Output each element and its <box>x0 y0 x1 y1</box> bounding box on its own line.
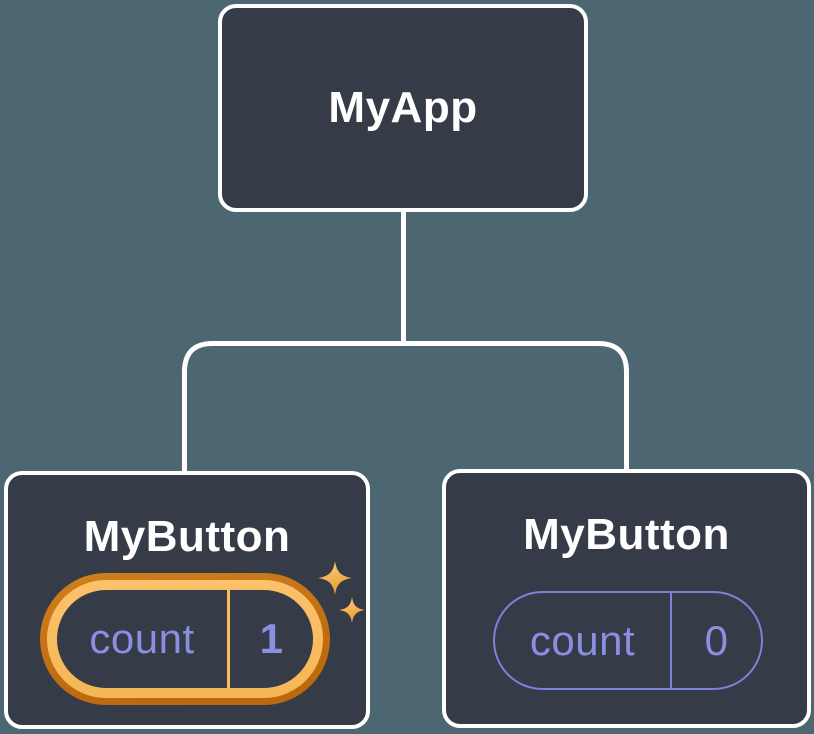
state-value: 0 <box>704 616 729 664</box>
node-label: MyApp <box>328 83 478 132</box>
node-mybutton-1: MyButton count 1 <box>4 471 370 729</box>
state-key: count <box>529 616 636 664</box>
state-pill-highlighted: count 1 <box>40 573 330 705</box>
state-value: 1 <box>259 615 284 662</box>
node-label: MyButton <box>83 512 291 561</box>
pill-divider <box>227 590 230 688</box>
state-key: count <box>89 615 195 662</box>
pill-divider <box>670 593 672 688</box>
node-mybutton-2: MyButton count 0 <box>442 469 811 728</box>
node-myapp: MyApp <box>218 4 588 212</box>
state-pill: count 0 <box>493 591 763 690</box>
state-pill-body: count 1 <box>57 590 313 688</box>
node-label: MyButton <box>523 510 730 559</box>
highlight-ring: count 1 <box>47 580 323 698</box>
